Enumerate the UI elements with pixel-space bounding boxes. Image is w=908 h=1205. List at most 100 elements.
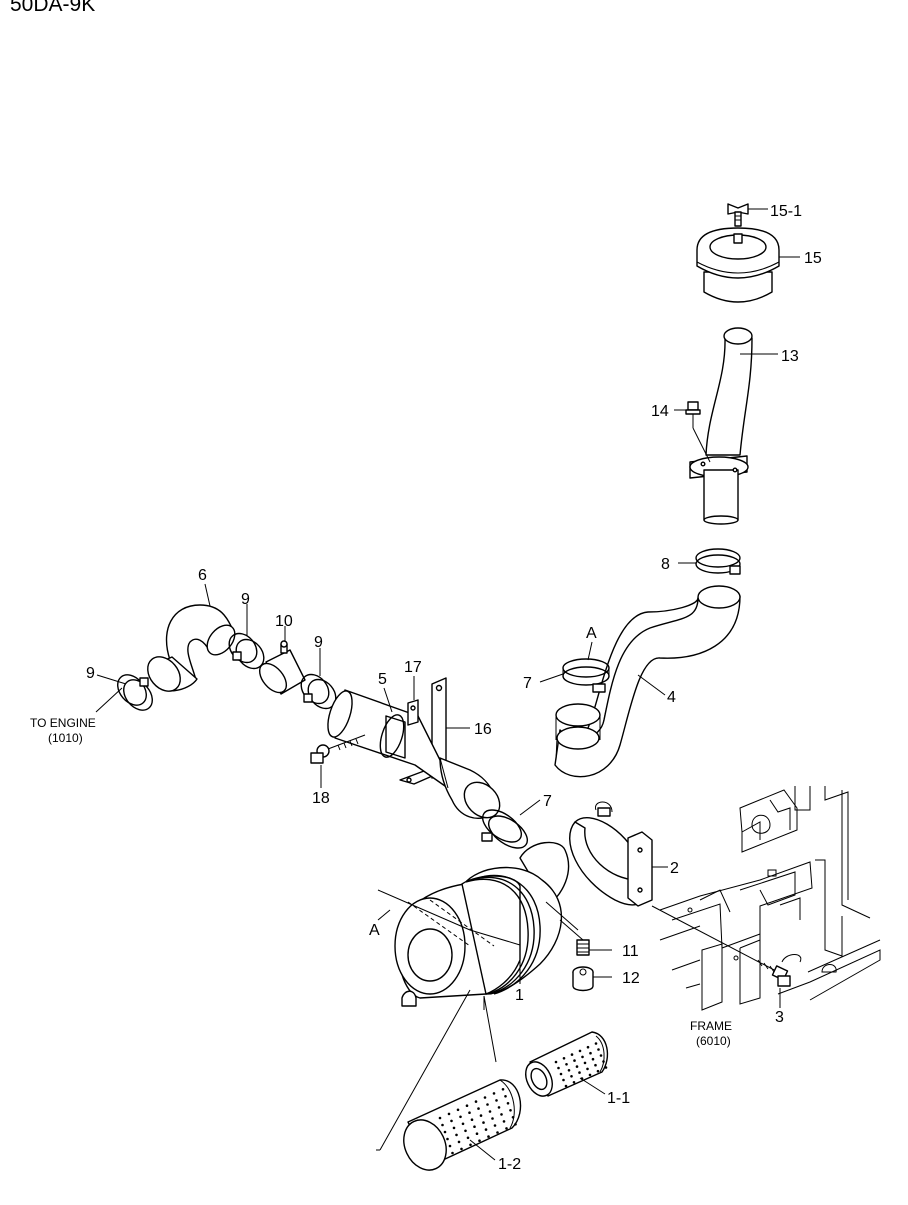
label-a-upper: A [586,625,597,642]
perforation-dot [448,1144,452,1148]
perforation-dot [457,1140,461,1144]
perforation-dot [581,1055,584,1059]
perforation-dot [493,1124,497,1127]
perforation-dot [456,1108,460,1112]
perforation-dot [589,1051,592,1055]
part-7-hose-clamp-lower [481,809,528,849]
perforation-dot [564,1084,568,1088]
perforation-dot [562,1057,566,1060]
diagram-title: 50DA-9K [10,0,96,16]
perforation-dot [586,1045,590,1049]
perforation-dot [464,1129,467,1133]
part-2-mounting-band [569,801,653,907]
perforation-dot [455,1133,458,1137]
perforation-dot [578,1071,581,1074]
part-1-2-perforations [438,1088,517,1155]
label-8: 8 [661,556,670,573]
label-a-lower: A [369,922,380,939]
label-frame-ref: (6010) [696,1034,731,1048]
part-8-hose-clamp [695,548,741,575]
part-13-intake-pipe [689,327,753,525]
perforation-dot [460,1147,463,1151]
exploded-view-leader [379,989,497,1151]
perforation-dot [497,1106,501,1109]
perforation-dot [572,1081,576,1084]
part-12-cap [572,966,594,992]
perforation-dot [441,1123,444,1127]
perforation-dot [492,1092,496,1095]
perforation-dot [459,1115,462,1119]
perforation-dot [446,1137,449,1141]
perforation-dot [505,1127,508,1130]
label-2: 2 [670,860,679,877]
perforation-dot [474,1100,478,1103]
part-5-intake-pipe [327,689,501,819]
perforation-dot [562,1078,565,1082]
label-4: 4 [667,689,676,706]
perforation-dot [506,1102,510,1105]
perforation-dot [502,1120,506,1123]
perforation-dot [570,1075,573,1078]
perforation-dot [594,1063,597,1067]
part-14-bolt [685,401,711,463]
perforation-dot [591,1057,595,1061]
label-7-lower: 7 [543,793,552,810]
perforation-dot [466,1136,470,1140]
perforation-dot [452,1126,456,1130]
perforation-dot [486,1103,489,1106]
label-6: 6 [198,567,207,584]
perforation-dot [511,1116,515,1119]
perforation-dot [501,1088,505,1091]
perforation-dot [504,1095,507,1098]
perforation-dot [475,1132,479,1135]
label-1: 1 [515,987,524,1004]
label-3: 3 [775,1009,784,1026]
callout-labels: 15-1 15 13 14 8 A 7 4 6 9 10 9 9 TO ENGI… [30,203,822,1173]
part-7-hose-clamp-upper [555,658,610,740]
part-1-2-outer-element [403,1079,522,1171]
perforation-dot [482,1121,485,1124]
perforation-dot [447,1112,451,1116]
label-9-left: 9 [86,665,95,682]
part-17-pipe-clamp [379,699,419,759]
perforation-dot [565,1063,568,1066]
label-14: 14 [651,403,669,420]
label-7-upper: 7 [523,675,532,692]
label-to-engine-ref: (1010) [48,731,83,745]
frame-6010 [659,786,881,1011]
part-10-sensor-tee [258,640,306,695]
perforation-dot [491,1117,494,1120]
perforation-dot [500,1113,503,1116]
perforation-dot [461,1122,465,1126]
perforation-dot [470,1118,474,1121]
label-15-1: 15-1 [770,203,802,220]
part-1-air-cleaner [394,841,579,1010]
label-frame: FRAME [690,1019,732,1033]
part-18-bolt-washer [310,734,366,764]
part-11-fitting [559,919,590,956]
label-16: 16 [474,721,492,738]
perforation-dot [594,1042,598,1045]
label-15: 15 [804,250,822,267]
leader-lines [95,208,800,1161]
perforation-dot [557,1066,560,1070]
part-15-1-wing-nut [727,203,749,227]
perforation-dot [575,1065,579,1068]
perforation-dot [588,1073,592,1077]
label-9-mid: 9 [241,591,250,608]
perforation-dot [509,1109,512,1112]
perforation-dot [450,1119,453,1123]
perforation-dot [554,1060,558,1064]
label-12: 12 [622,970,640,987]
perforation-dot [488,1110,492,1113]
perforation-dot [567,1069,571,1072]
perforation-dot [468,1111,471,1114]
perforation-dot [596,1069,600,1073]
perforation-dot [443,1130,447,1134]
label-1-2: 1-2 [498,1156,521,1173]
perforation-dot [578,1049,582,1053]
perforation-dot [473,1125,476,1128]
label-5: 5 [378,671,387,688]
